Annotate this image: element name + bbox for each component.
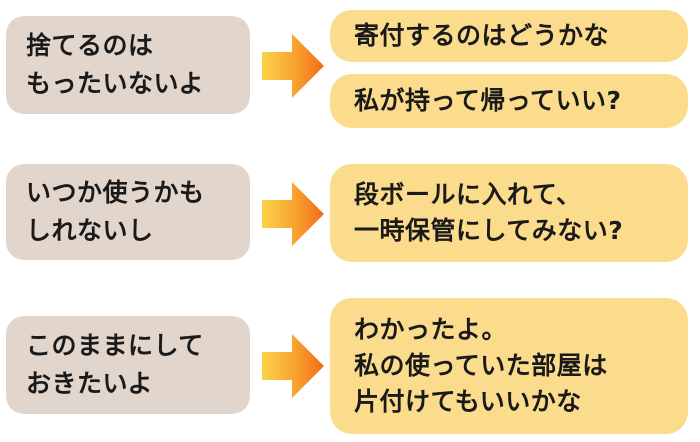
- suggestion-text-1a: 寄付するのはどうかな: [354, 21, 610, 50]
- arrow-right-icon: [262, 182, 324, 246]
- arrow-right-icon: [262, 334, 324, 398]
- concern-text-1: 捨てるのは もったいないよ: [26, 31, 205, 98]
- suggestion-text-3: わかったよ。 私の使っていた部屋は 片付けてもいいかな: [354, 315, 608, 416]
- suggestion-text-1b: 私が持って帰っていい?: [354, 86, 622, 115]
- arrow-right-icon: [262, 34, 324, 98]
- suggestion-bubble-3: わかったよ。 私の使っていた部屋は 片付けてもいいかな: [330, 298, 688, 434]
- suggestion-bubble-1a: 寄付するのはどうかな: [330, 10, 688, 62]
- concern-bubble-2: いつか使うかも しれないし: [6, 164, 250, 260]
- concern-bubble-1: 捨てるのは もったいないよ: [6, 16, 250, 114]
- suggestion-text-2: 段ボールに入れて、 一時保管にしてみない?: [354, 180, 624, 245]
- suggestion-bubble-2: 段ボールに入れて、 一時保管にしてみない?: [330, 164, 688, 262]
- suggestion-bubble-1b: 私が持って帰っていい?: [330, 74, 688, 128]
- concern-bubble-3: このままにして おきたいよ: [6, 316, 250, 414]
- concern-text-3: このままにして おきたいよ: [26, 331, 204, 398]
- concern-text-2: いつか使うかも しれないし: [26, 178, 205, 245]
